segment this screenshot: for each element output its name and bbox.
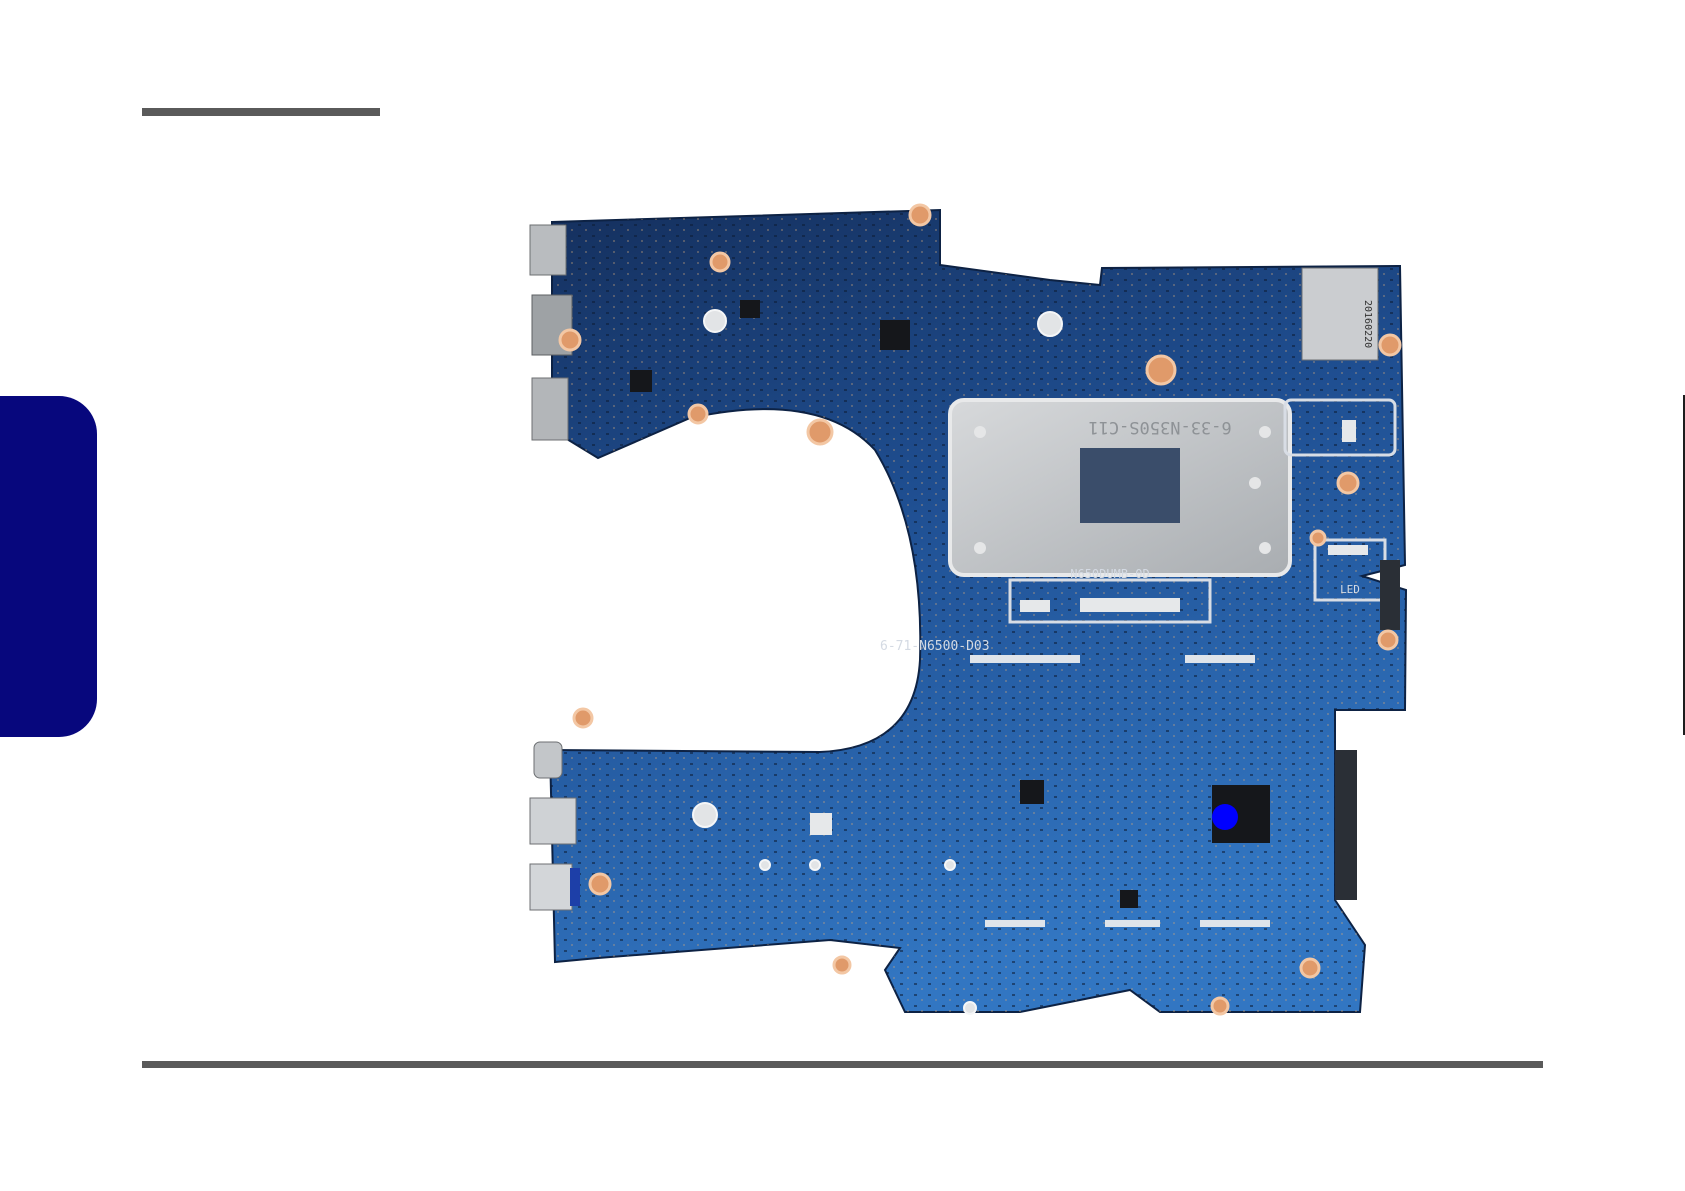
highlight-marker (1212, 804, 1238, 830)
usb2-port-connector (530, 864, 572, 910)
chapter-side-tab (0, 396, 97, 737)
heatsink-silk-text: 6-33-N350S-C11 (1088, 417, 1231, 437)
sata-connector (1380, 560, 1400, 630)
date-code-text: 20160220 (1362, 300, 1373, 348)
footer-rule (142, 1061, 1543, 1068)
usb-c-port-connector (534, 742, 562, 778)
part-number-silk-text: 6-71-N6500-D03 (880, 639, 990, 654)
dc-jack-connector (530, 225, 566, 275)
model-silk-text: N650DUMB-0D (1070, 567, 1149, 581)
hdd-connector (1335, 750, 1357, 900)
cpu-die-contacts (1080, 448, 1180, 523)
pch-chip (880, 320, 910, 350)
led-silk-text: LED (1340, 583, 1360, 596)
header-rule (142, 108, 380, 116)
mainboard-photo: 20160220 6-33-N350S-C11 N650DUMB-0D 6-71… (520, 200, 1420, 1020)
usb3-port-connector (530, 798, 576, 844)
hdmi-port-connector (532, 378, 568, 440)
